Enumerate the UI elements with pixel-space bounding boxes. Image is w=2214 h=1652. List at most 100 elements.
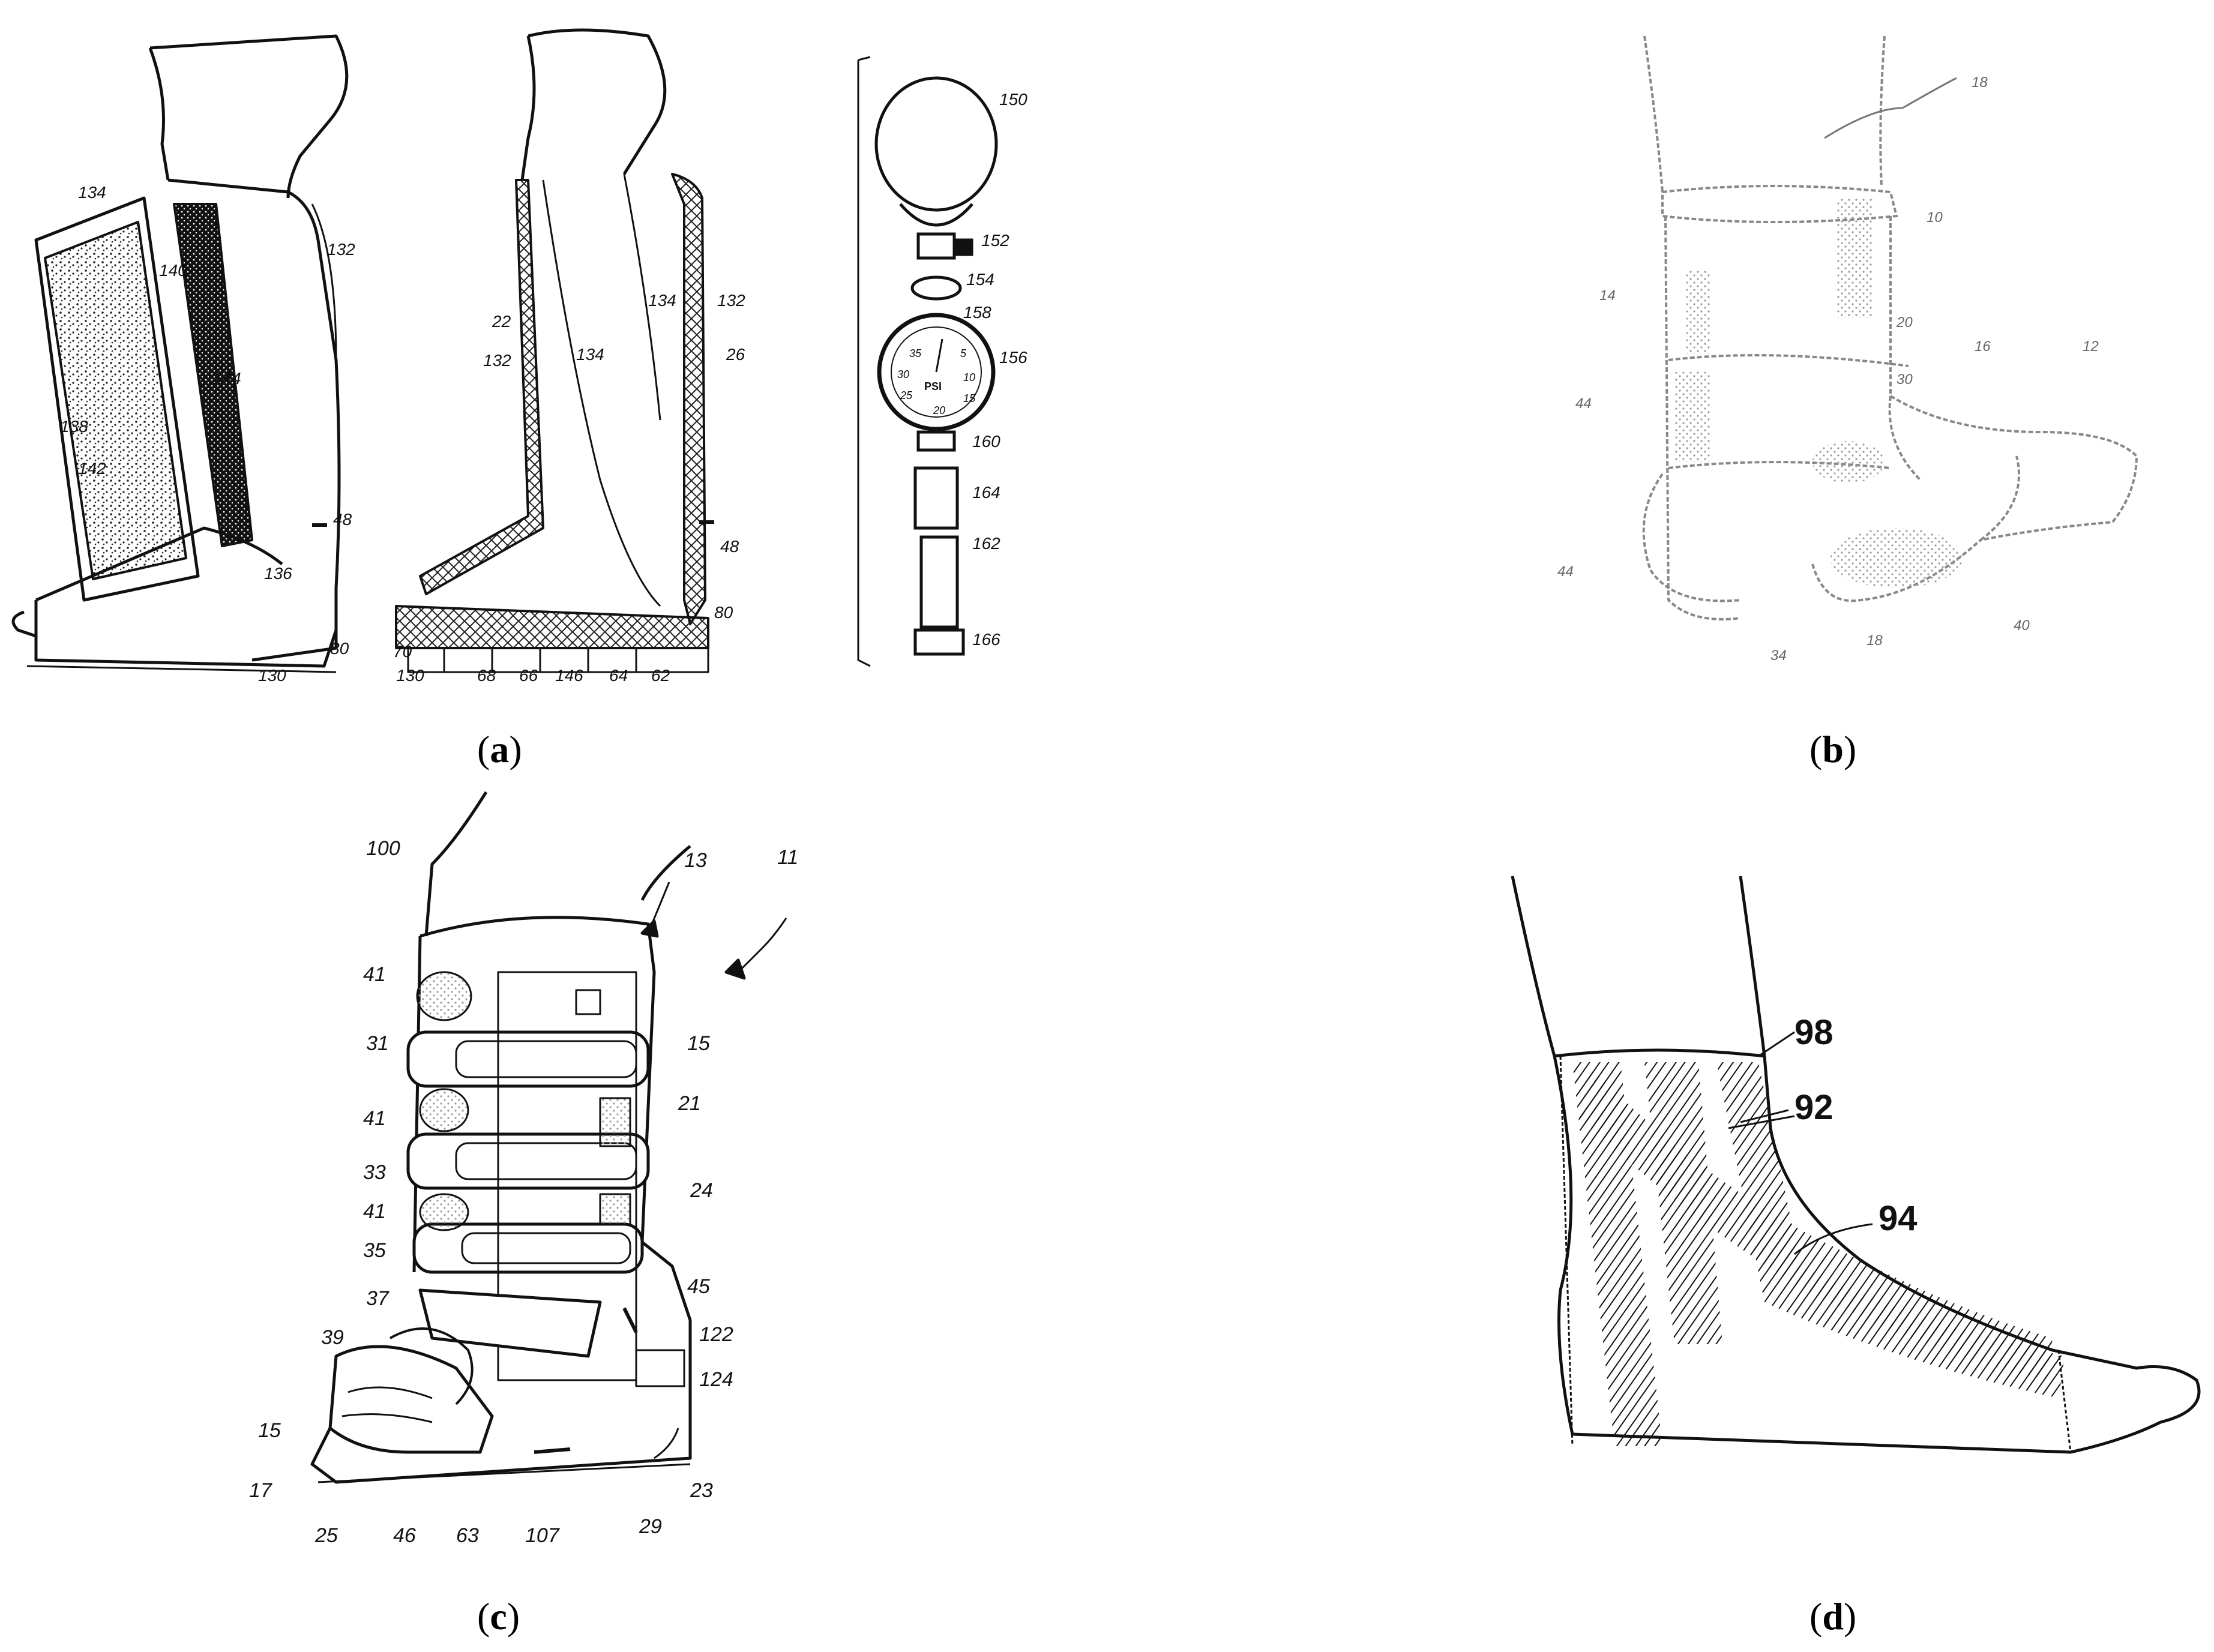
label: 39 — [321, 1326, 344, 1349]
label: 41 — [363, 1200, 386, 1223]
label: 94 — [1879, 1199, 1918, 1238]
label: 98 — [1794, 1013, 1833, 1052]
panel-a-inflation-pump — [857, 56, 998, 667]
label: 18 — [1972, 74, 1988, 91]
label: 13 — [684, 849, 707, 872]
label: 66 — [519, 666, 538, 685]
label: 160 — [972, 432, 1000, 451]
caption-a: (a) — [477, 728, 522, 770]
label: 10 — [1927, 209, 1943, 226]
label: 33 — [363, 1161, 386, 1184]
label: 15 — [687, 1032, 710, 1055]
label: 18 — [1867, 632, 1883, 649]
label: 48 — [720, 537, 739, 556]
label: 62 — [651, 666, 670, 685]
label: 21 — [678, 1092, 701, 1115]
label: 158 — [963, 303, 991, 322]
label: 70 — [393, 642, 412, 661]
label: 132 — [483, 351, 511, 370]
label: 44 — [1557, 563, 1574, 580]
label: 134 — [576, 345, 604, 364]
label: 14 — [1599, 287, 1616, 304]
label: 130 — [396, 666, 424, 685]
label: 156 — [999, 348, 1027, 367]
label: 154 — [966, 270, 994, 289]
label: 140 — [159, 261, 187, 280]
label: 134 — [648, 291, 676, 310]
label: 16 — [1975, 338, 1991, 355]
label: 35 — [363, 1239, 386, 1262]
label: 29 — [639, 1515, 662, 1538]
label: 25 — [314, 1524, 338, 1547]
panel-a-cross-section — [395, 28, 714, 673]
label: 37 — [366, 1287, 390, 1310]
panel-d-ankle-sleeve — [1511, 876, 2201, 1454]
label: 136 — [264, 564, 292, 583]
label: 124 — [699, 1368, 733, 1391]
panel-c: 100 13 11 41 31 15 41 21 33 41 24 35 45 … — [249, 791, 798, 1547]
gauge-mark: 5 — [960, 347, 967, 359]
caption-b: (b) — [1809, 728, 1856, 770]
gauge-mark: 30 — [897, 368, 909, 380]
label: 11 — [777, 846, 798, 869]
label: 164 — [972, 483, 1000, 502]
label: 30 — [1897, 371, 1913, 388]
label: 63 — [456, 1524, 479, 1547]
label: 134 — [78, 183, 106, 202]
panel-a-reference-numerals: 134 140 132 144 138 142 48 136 80 130 22… — [60, 90, 1027, 685]
label: 146 — [555, 666, 583, 685]
label: 152 — [981, 231, 1009, 250]
label: 144 — [213, 369, 241, 388]
label: 15 — [258, 1419, 281, 1442]
label: 132 — [327, 240, 355, 259]
label: 44 — [1575, 395, 1592, 412]
panel-a: 134 140 132 144 138 142 48 136 80 130 22… — [11, 28, 1027, 685]
label: 80 — [330, 639, 349, 658]
caption-c: (c) — [477, 1595, 520, 1638]
label: 26 — [726, 345, 745, 364]
label: 17 — [249, 1479, 272, 1502]
label: 162 — [972, 534, 1000, 553]
panel-b-reference-numerals: 18 10 14 20 30 16 12 44 44 34 18 40 — [1557, 74, 2099, 664]
label: 23 — [690, 1479, 713, 1502]
label: 138 — [60, 417, 88, 436]
gauge-mark: 20 — [933, 404, 945, 416]
panel-captions: (a) (b) (c) (d) — [477, 728, 1856, 1638]
gauge-unit: PSI — [924, 380, 942, 392]
gauge-mark: 10 — [963, 371, 975, 383]
panel-c-reference-numerals: 100 13 11 41 31 15 41 21 33 41 24 35 45 … — [249, 837, 798, 1547]
gauge-mark: 25 — [900, 389, 913, 401]
label: 45 — [687, 1275, 710, 1298]
panel-b: 18 10 14 20 30 16 12 44 44 34 18 40 — [1557, 35, 2138, 664]
label: 92 — [1794, 1088, 1833, 1127]
label: 22 — [492, 312, 511, 331]
label: 166 — [972, 630, 1000, 649]
label: 34 — [1770, 647, 1787, 664]
label: 40 — [2014, 617, 2030, 634]
label: 46 — [393, 1524, 416, 1547]
label: 130 — [258, 666, 286, 685]
caption-d: (d) — [1809, 1595, 1856, 1638]
label: 142 — [78, 459, 106, 478]
panel-d: 98 92 94 — [1511, 876, 2201, 1454]
label: 24 — [690, 1179, 713, 1202]
label: 64 — [609, 666, 628, 685]
label: 48 — [333, 510, 352, 529]
label: 132 — [717, 291, 745, 310]
label: 150 — [999, 90, 1027, 109]
label: 80 — [714, 603, 733, 622]
gauge-mark: 15 — [963, 392, 976, 404]
label: 122 — [699, 1323, 733, 1346]
label: 41 — [363, 1107, 386, 1130]
gauge-mark: 35 — [909, 347, 922, 359]
label: 100 — [366, 837, 400, 860]
panel-a-open-boot — [11, 34, 349, 673]
label: 12 — [2083, 338, 2099, 355]
panel-d-reference-numerals: 98 92 94 — [1794, 1013, 1918, 1238]
label: 107 — [525, 1524, 560, 1547]
label: 41 — [363, 963, 386, 986]
label: 68 — [477, 666, 496, 685]
label: 31 — [366, 1032, 389, 1055]
panel-b-ankle-brace — [1642, 35, 2138, 620]
